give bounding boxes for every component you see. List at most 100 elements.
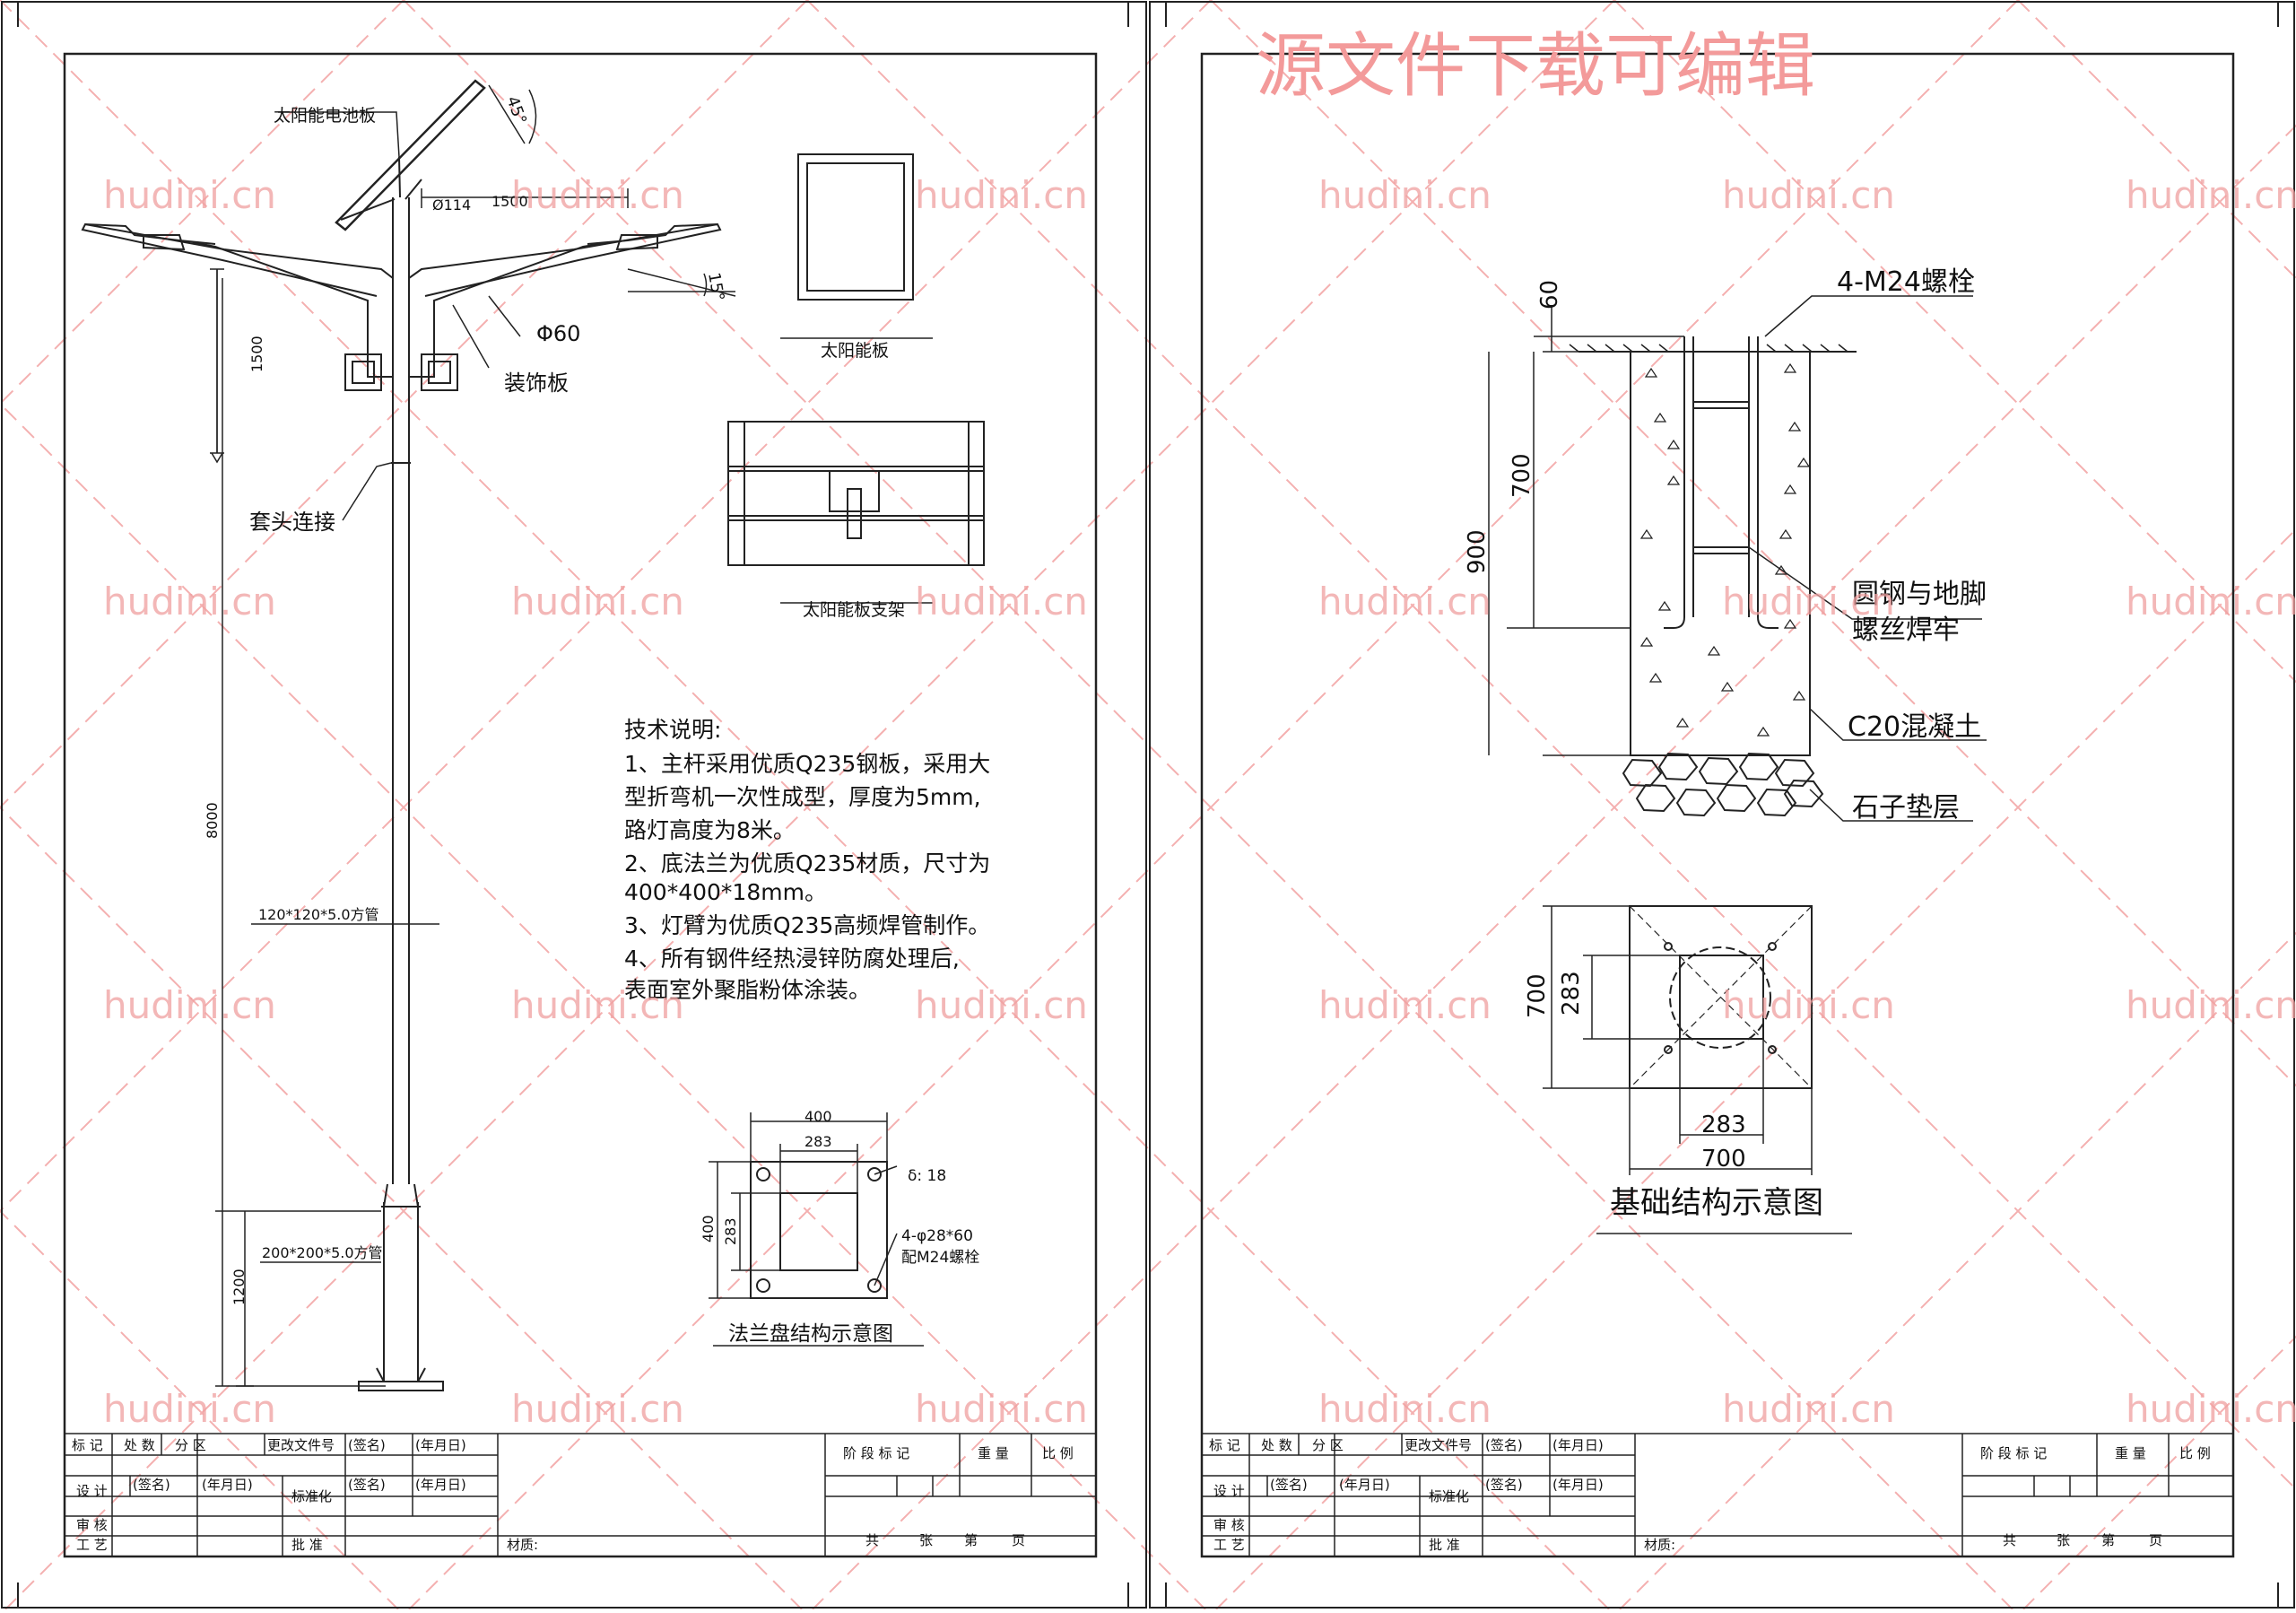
tb-date-1: (年月日) xyxy=(415,1437,466,1453)
watermark-text-grid: hudini.cn hudini.cn hudini.cn hudini.cn hudi… xyxy=(103,173,2296,1431)
left-title-block xyxy=(64,1433,1097,1557)
watermark-text: hudini.cn xyxy=(103,983,276,1027)
right-sheet xyxy=(1149,1,2295,1609)
gravel-stone xyxy=(1622,758,1663,788)
tb-r-mark: 标 记 xyxy=(1209,1437,1240,1453)
watermark-text: hudini.cn xyxy=(1722,580,1895,623)
concrete-aggregate-mark xyxy=(1707,645,1721,656)
concrete-aggregate-mark xyxy=(1644,367,1658,378)
tb-weight: 重 量 xyxy=(978,1445,1009,1461)
concrete-aggregate-mark xyxy=(1666,439,1681,449)
tb-r-sign-3: (签名) xyxy=(1485,1477,1523,1493)
flange-holes-label: 4-φ28*60 xyxy=(901,1227,973,1245)
tb-count: 处 数 xyxy=(124,1437,155,1453)
watermark-text: hudini.cn xyxy=(1318,983,1492,1027)
concrete-aggregate-mark xyxy=(1779,528,1793,539)
weld-label-line-1: 圆钢与地脚 xyxy=(1852,579,1987,610)
gravel-stone xyxy=(1716,783,1757,813)
arm-length-label: 1500 xyxy=(491,193,528,210)
panel-angle-label: 45° xyxy=(502,94,530,127)
notes-line-2: 型折弯机一次性成型，厚度为5mm, xyxy=(624,784,981,810)
right-title-block-text: 标 记 处 数 分 区 更改文件号 (签名) (年月日) 设 计 (签名) (年… xyxy=(1209,1437,2211,1553)
plan-side-outer-dim: 700 xyxy=(1524,973,1551,1018)
concrete-aggregate-mark xyxy=(1675,717,1690,728)
dim-total: 900 xyxy=(1464,529,1491,574)
gravel-stone xyxy=(1783,779,1824,808)
notes-line-7: 4、所有钢件经热浸锌防腐处理后, xyxy=(624,946,960,972)
left-sheet-text: 太阳能电池板 45° 15° Ø114 1500 Φ60 装饰板 1500 套头… xyxy=(72,94,1074,1553)
tb-process: 工 艺 xyxy=(76,1537,108,1553)
tb-r-approve: 批 准 xyxy=(1429,1537,1460,1553)
plan-bottom-inner-dim: 283 xyxy=(1701,1112,1746,1138)
tb-r-date-3: (年月日) xyxy=(1552,1477,1604,1493)
tb-r-weight: 重 量 xyxy=(2115,1445,2146,1461)
sleeve-joint-label: 套头连接 xyxy=(249,510,335,535)
notes-line-8: 表面室外聚脂粉体涂装。 xyxy=(624,977,871,1003)
concrete-aggregate-mark xyxy=(1657,600,1672,611)
right-sheet-inner-frame xyxy=(1200,52,2235,1558)
flange-bolts-label: 配M24螺栓 xyxy=(901,1249,979,1267)
tb-change-doc: 更改文件号 xyxy=(267,1437,335,1453)
watermark-text: hudini.cn xyxy=(915,580,1088,623)
tb-page: 页 xyxy=(1012,1532,1025,1548)
bolt-label: 4-M24螺栓 xyxy=(1837,266,1975,298)
concrete-aggregate-mark xyxy=(1756,726,1770,737)
concrete-aggregate-mark xyxy=(1653,412,1667,423)
watermark-text: hudini.cn xyxy=(1318,173,1492,217)
dim-middle: 700 xyxy=(1509,453,1535,498)
tb-r-scale: 比 例 xyxy=(2179,1445,2211,1461)
panel-bracket-view xyxy=(727,421,985,604)
concrete-aggregate-mark xyxy=(1796,457,1811,467)
watermark-line xyxy=(2017,0,2296,280)
concrete-aggregate-mark xyxy=(1720,681,1735,692)
watermark-line xyxy=(408,0,2019,1610)
concrete-aggregate-mark xyxy=(1639,528,1654,539)
concrete-label: C20混凝土 xyxy=(1848,711,1981,743)
notes-heading: 技术说明: xyxy=(624,717,721,743)
tb-r-sign-2: (签名) xyxy=(1270,1477,1308,1493)
tb-sign-1: (签名) xyxy=(348,1437,386,1453)
gravel-stone xyxy=(1635,783,1676,813)
tb-mark: 标 记 xyxy=(72,1437,103,1453)
watermark-line xyxy=(0,0,1610,1610)
concrete-aggregate-mark xyxy=(1783,362,1797,373)
watermark-line xyxy=(2022,1335,2296,1610)
watermark-text: hudini.cn xyxy=(103,1387,276,1431)
pole-elevation xyxy=(81,79,736,1391)
right-corner-marks xyxy=(1165,2,2279,1608)
tb-r-stage: 阶 段 标 记 xyxy=(1980,1445,2047,1461)
tb-r-date-1: (年月日) xyxy=(1552,1437,1604,1453)
watermark-text: hudini.cn xyxy=(915,983,1088,1027)
watermark-line xyxy=(0,0,1212,1213)
tb-date-2: (年月日) xyxy=(202,1477,253,1493)
tb-r-sheets: 张 xyxy=(2057,1532,2070,1548)
concrete-aggregate-mark xyxy=(1783,618,1797,629)
flange-side-inner-dim: 283 xyxy=(722,1217,739,1245)
right-sheet-text: 4-M24螺栓 60 700 900 圆钢与地脚 螺丝焊牢 C20混凝土 石子垫… xyxy=(1209,266,2211,1553)
watermark-line xyxy=(806,0,2296,1491)
tb-standard: 标准化 xyxy=(291,1488,332,1504)
flange-thickness: δ: 18 xyxy=(908,1167,946,1185)
watermark-line xyxy=(0,1209,399,1610)
tb-scale: 比 例 xyxy=(1042,1445,1074,1461)
solar-panel-view xyxy=(780,153,933,339)
watermark-line xyxy=(1613,0,2296,684)
watermark-text: hudini.cn xyxy=(2126,580,2296,623)
tb-stage: 阶 段 标 记 xyxy=(843,1445,909,1461)
gravel-stone xyxy=(1698,756,1739,786)
watermark-text: hudini.cn xyxy=(103,580,276,623)
tb-r-count: 处 数 xyxy=(1261,1437,1292,1453)
solar-panel-view-title: 太阳能板 xyxy=(821,341,889,361)
concrete-aggregate-mark xyxy=(1666,475,1681,485)
watermark-text: hudini.cn xyxy=(1722,1387,1895,1431)
tb-total: 共 xyxy=(865,1532,879,1548)
tb-r-review: 审 核 xyxy=(1213,1517,1245,1533)
concrete-aggregate-mark xyxy=(1648,672,1663,683)
solar-panel-label: 太阳能电池板 xyxy=(274,106,376,126)
tb-page-no: 第 xyxy=(964,1532,978,1548)
tb-zone: 分 区 xyxy=(175,1437,206,1453)
watermark-text: hudini.cn xyxy=(1318,1387,1492,1431)
arm-pipe-label: Φ60 xyxy=(536,321,580,346)
concrete-aggregate-mark xyxy=(1792,690,1806,701)
